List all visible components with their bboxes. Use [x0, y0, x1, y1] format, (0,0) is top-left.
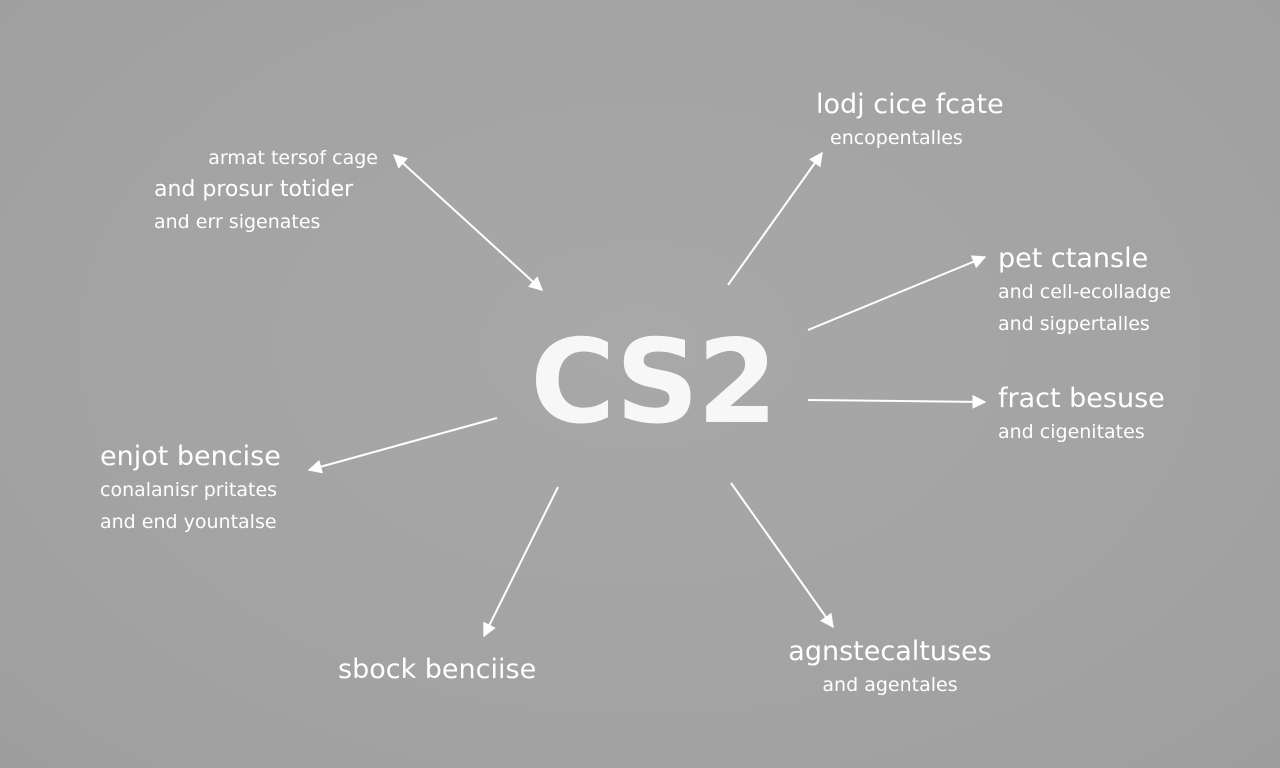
node-top-left-line3: and err sigenates — [154, 211, 321, 233]
node-mid-left-line2: conalanisr pritates — [100, 479, 278, 501]
node-top-right-subtitle: encopentalles — [830, 127, 963, 149]
arrow-mid-right — [807, 394, 987, 409]
node-mid-left-line3: and end yountalse — [100, 511, 277, 533]
node-top-left-line2: and prosur totider — [154, 177, 354, 202]
node-mid-left-title: enjot bencise — [100, 441, 281, 472]
node-top-right: lodj cice fcate encopentalles — [816, 88, 1004, 154]
node-top-left: armat tersof cage and prosur totider and… — [140, 142, 378, 238]
node-mid-right-upper-title: pet ctansle — [998, 243, 1149, 274]
center-title: CS2 — [530, 315, 778, 450]
node-top-right-title: lodj cice fcate — [816, 89, 1004, 120]
node-mid-left: enjot bencise conalanisr pritates and en… — [100, 440, 281, 538]
node-mid-right-upper: pet ctansle and cell-ecolladge and sigpe… — [998, 242, 1171, 340]
node-bottom-right-title: agnstecaltuses — [788, 636, 992, 667]
arrow-bottom-right — [730, 482, 834, 629]
node-mid-right-upper-line3: and sigpertalles — [998, 313, 1150, 335]
node-top-left-line1: armat tersof cage — [208, 147, 378, 169]
node-mid-right-upper-line2: and cell-ecolladge — [998, 281, 1172, 303]
node-bottom-right-subtitle: and agentales — [822, 674, 958, 696]
node-mid-right: fract besuse and cigenitates — [998, 382, 1165, 448]
node-bottom-right: agnstecaltuses and agentales — [770, 635, 1010, 701]
node-mid-right-subtitle: and cigenitates — [998, 421, 1145, 443]
node-mid-right-title: fract besuse — [998, 383, 1165, 414]
arrow-top-right — [727, 151, 823, 286]
node-bottom-left: sbock benciise — [338, 653, 536, 687]
arrow-mid-left — [307, 417, 498, 474]
node-bottom-left-title: sbock benciise — [338, 654, 537, 685]
arrow-bottom-left — [483, 486, 559, 638]
arrow-top-left — [392, 154, 544, 291]
arrow-mid-right-upper — [807, 255, 987, 331]
